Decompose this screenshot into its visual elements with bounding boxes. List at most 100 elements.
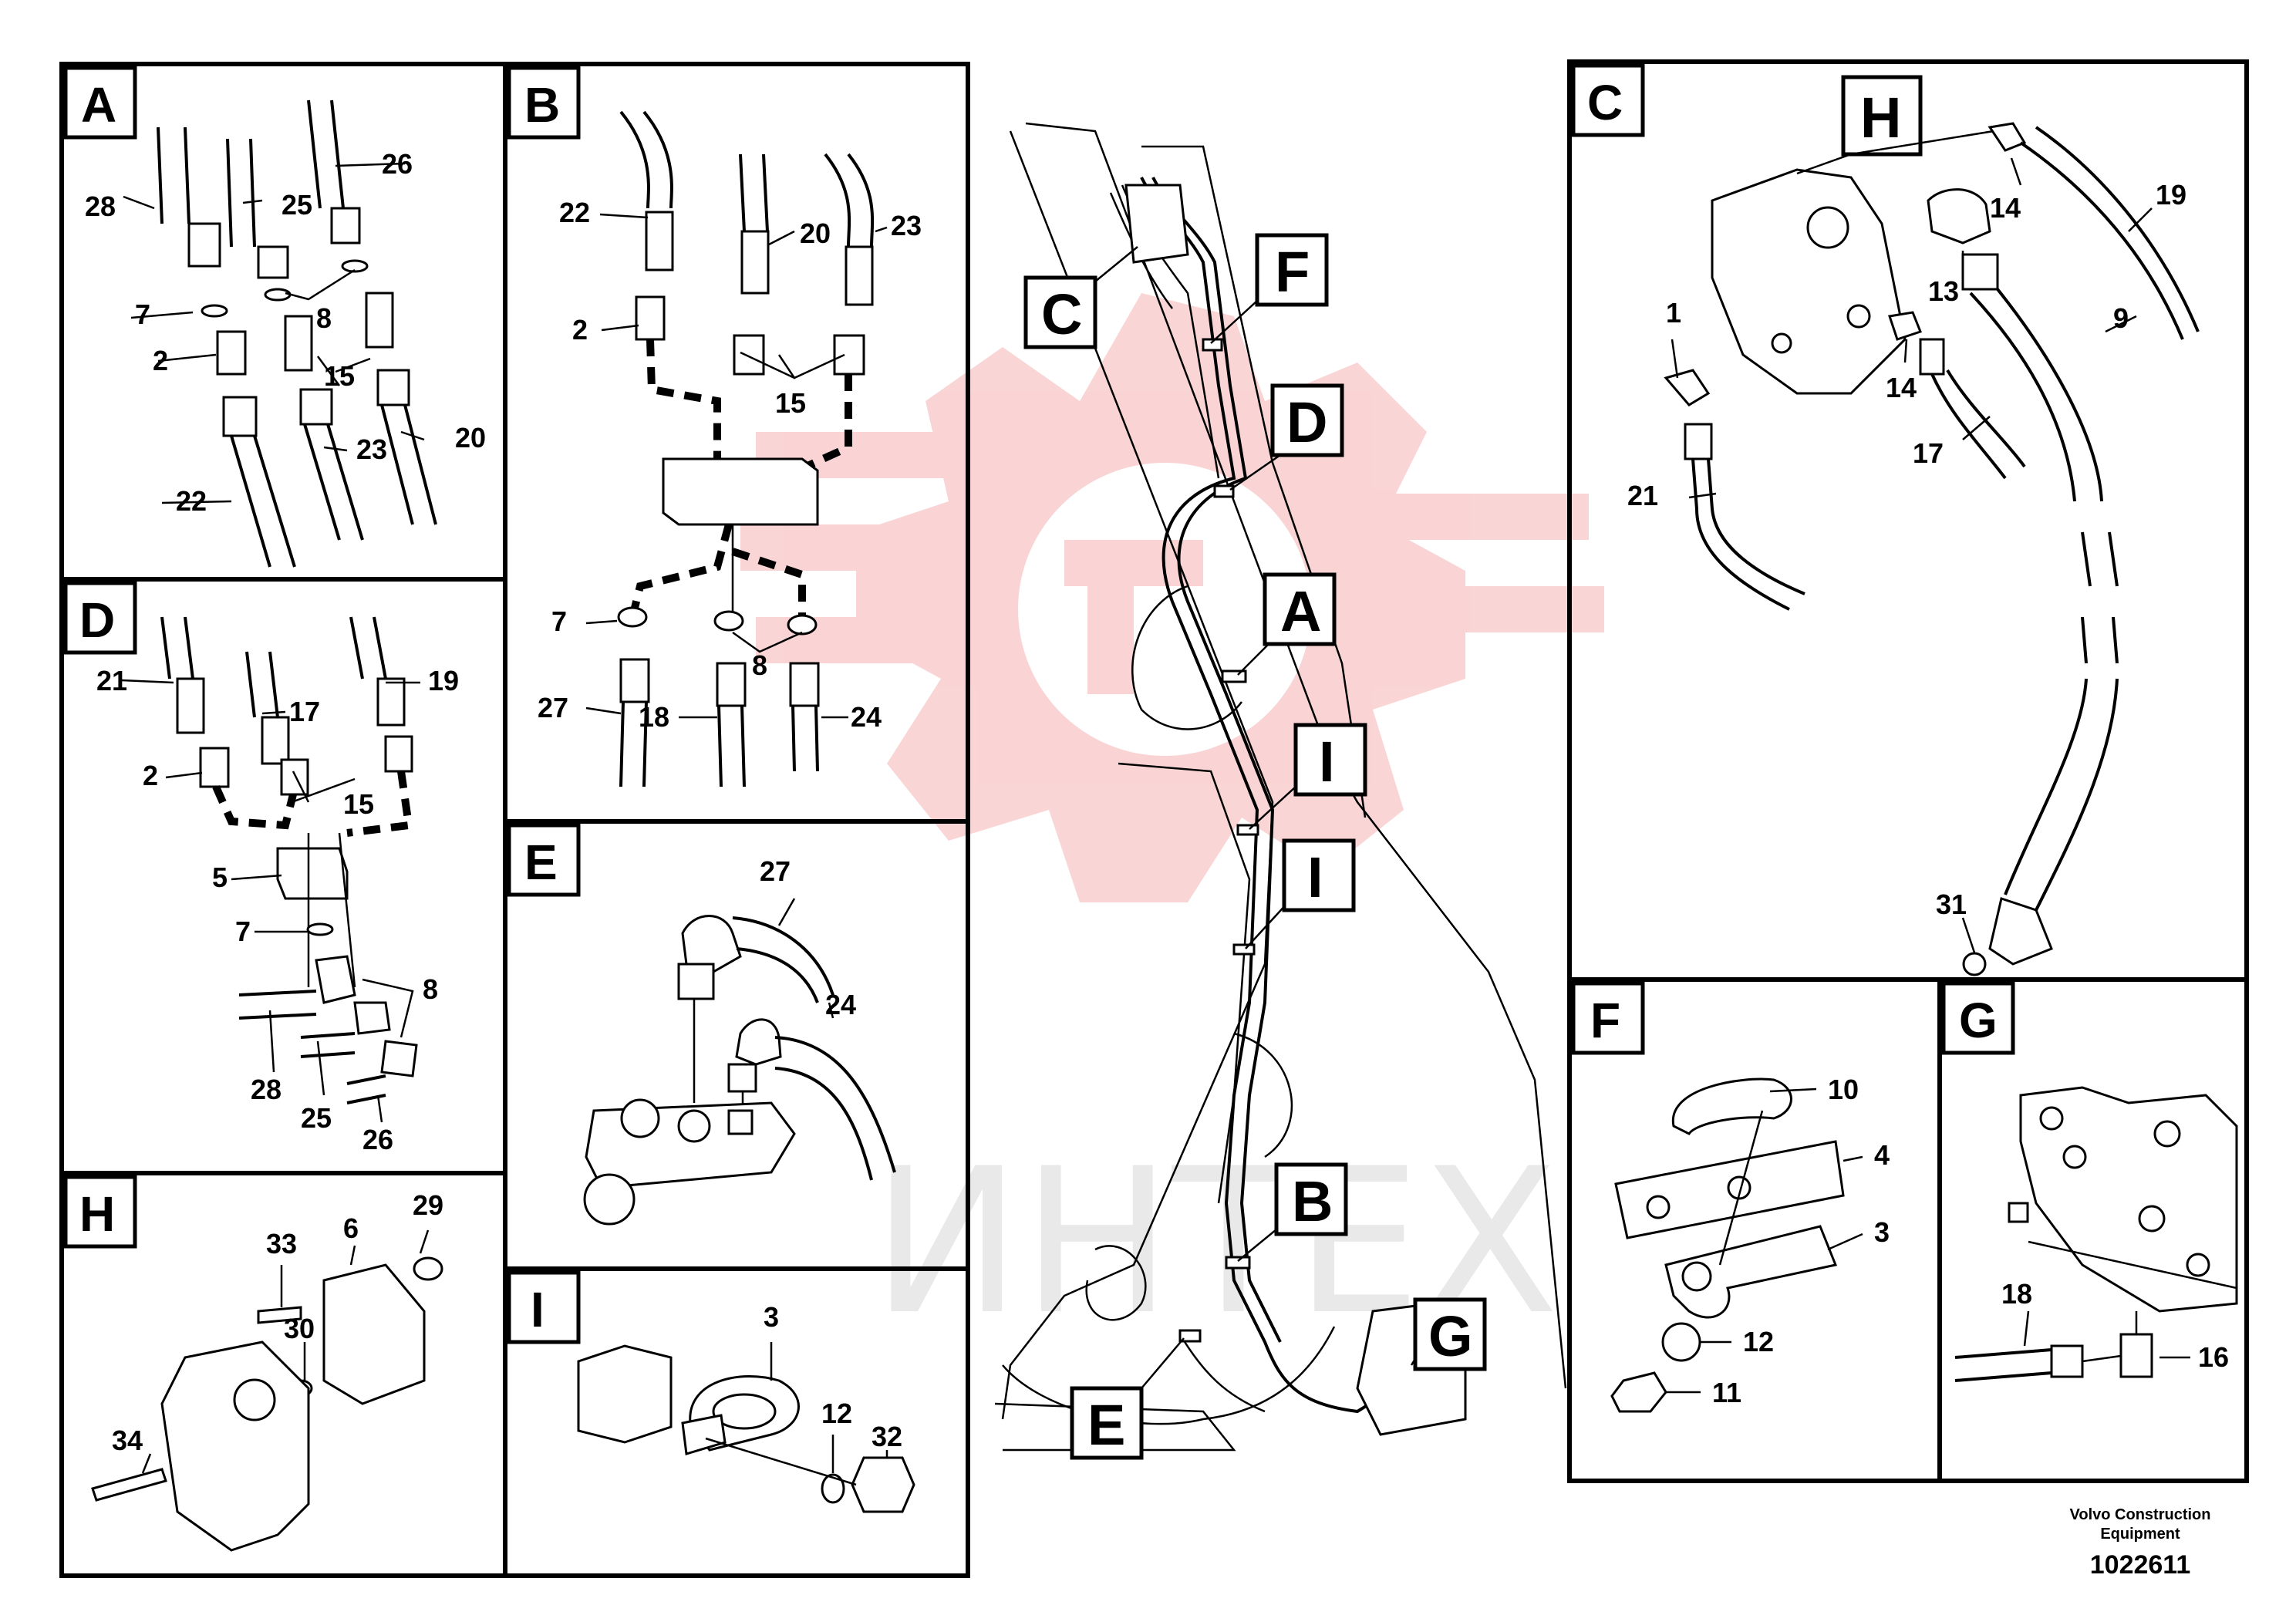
footer-company-line2: Equipment <box>2100 1526 2180 1543</box>
o-ring-29 <box>413 1256 443 1281</box>
leader-lines-d <box>121 679 420 1123</box>
leader-lines-e <box>777 898 834 1019</box>
panel-i-label: I <box>531 1282 544 1337</box>
label-28: 28 <box>85 191 116 222</box>
boom-base-curve <box>1002 1326 1336 1425</box>
elbow-c13 <box>1927 188 1991 244</box>
valve-body-h <box>160 1340 310 1552</box>
panel-f-label: F <box>1590 993 1620 1048</box>
callout-g-badge <box>1413 1297 1487 1371</box>
label-f12: 12 <box>1743 1326 1774 1357</box>
clamp-a-boom <box>1221 669 1247 683</box>
bolt-34 <box>91 1468 167 1502</box>
label-h6: 6 <box>343 1212 359 1244</box>
boom-pivot <box>1085 1245 1147 1321</box>
panel-c-label: C <box>1587 75 1623 130</box>
hose-b20 <box>739 153 769 232</box>
fitting-d2 <box>261 716 290 765</box>
plate-hole-f2 <box>1727 1175 1752 1200</box>
boom-web-line <box>1118 762 1251 1204</box>
label-c14b: 14 <box>1886 372 1917 403</box>
elbow-c1 <box>1664 369 1711 406</box>
main-callouts: C F D A I I B G E <box>1023 233 1487 1460</box>
leader-lines-f <box>1666 1088 1863 1394</box>
callout-e: E <box>1087 1393 1125 1457</box>
leader-lines-i <box>705 1342 888 1486</box>
callout-c-badge <box>1023 275 1097 349</box>
fitting-a3 <box>330 207 361 244</box>
label-h30: 30 <box>284 1313 315 1344</box>
nut-f11 <box>1610 1371 1667 1413</box>
elbow-e27 <box>681 915 742 973</box>
hose-d26 <box>346 1074 386 1104</box>
cylinder-e <box>583 1173 636 1226</box>
valve-g-port3 <box>2153 1120 2181 1148</box>
label-b27: 27 <box>538 692 568 723</box>
panel-i: I 3 12 32 <box>503 1266 970 1578</box>
callout-d: D <box>1286 390 1327 454</box>
valve-body-c <box>1711 168 1907 395</box>
washer-i12 <box>821 1473 845 1504</box>
panel-g-badge <box>1941 981 2015 1055</box>
label-c9: 9 <box>2113 302 2129 334</box>
dash-route-d2 <box>346 771 413 837</box>
boom-joint-upper <box>1131 585 1242 730</box>
clamp-f3 <box>1664 1225 1838 1319</box>
label-i12: 12 <box>821 1398 852 1429</box>
clamp-f-boom <box>1202 338 1223 352</box>
hose-d19 <box>349 616 387 679</box>
label-h29: 29 <box>413 1189 443 1221</box>
valve-port-c3 <box>1771 332 1792 354</box>
panel-d-badge <box>63 581 137 655</box>
label-f4: 4 <box>1874 1139 1890 1171</box>
nut-c21 <box>1684 423 1713 460</box>
clamp-tab-i <box>681 1414 727 1455</box>
label-26: 26 <box>382 148 413 180</box>
label-d2: 2 <box>143 760 158 791</box>
callout-e-badge <box>1070 1386 1144 1460</box>
elbow-d2 <box>353 1001 391 1035</box>
fitting-g18 <box>2050 1344 2084 1378</box>
nut-e27 <box>677 963 715 1000</box>
callout-c: C <box>1041 282 1082 346</box>
label-d28: 28 <box>251 1074 282 1105</box>
leader-callout-d <box>1229 454 1281 491</box>
label-7: 7 <box>135 298 150 330</box>
valve-g-block <box>2008 1202 2029 1223</box>
panel-a-badge <box>63 66 137 140</box>
elbow-c14b <box>1888 311 1922 341</box>
nut-c17 <box>1919 338 1945 376</box>
panel-b-badge <box>507 66 581 140</box>
panel-e-badge <box>507 823 581 897</box>
callout-i1-badge <box>1293 723 1367 797</box>
hose-22 <box>230 435 296 568</box>
o-ring-c31 <box>1962 952 1987 976</box>
panel-b-label: B <box>524 77 560 133</box>
fitting-b1 <box>645 211 674 271</box>
hose-b23 <box>824 153 875 248</box>
o-ring-b8b <box>787 614 818 636</box>
valve-port-c2 <box>1846 304 1871 329</box>
label-d26: 26 <box>362 1124 393 1155</box>
label-d17: 17 <box>289 696 320 727</box>
callout-i2: I <box>1307 845 1323 909</box>
label-c31: 31 <box>1936 889 1967 920</box>
panel-i-frame <box>503 1266 970 1578</box>
hose-b27 <box>619 701 648 787</box>
nut-b24 <box>789 662 820 707</box>
valve-g-port1 <box>2039 1106 2064 1131</box>
hose-28 <box>157 126 190 224</box>
fitting-a2 <box>257 245 289 279</box>
label-f10: 10 <box>1828 1074 1859 1105</box>
label-b7: 7 <box>551 605 567 637</box>
hose-c9-bottom <box>2004 678 2119 911</box>
hose-route-5 <box>1178 1334 1266 1413</box>
hose-23 <box>303 423 364 541</box>
leader-callout-c <box>1094 246 1138 282</box>
panel-g-frame <box>1937 977 2249 1483</box>
label-b22: 22 <box>559 197 590 228</box>
footer: Volvo Construction Equipment 1022611 <box>2070 1506 2211 1580</box>
u-bolt-f10 <box>1671 1077 1792 1135</box>
boom-outline-right <box>1025 122 1567 1389</box>
label-b20: 20 <box>800 218 831 249</box>
